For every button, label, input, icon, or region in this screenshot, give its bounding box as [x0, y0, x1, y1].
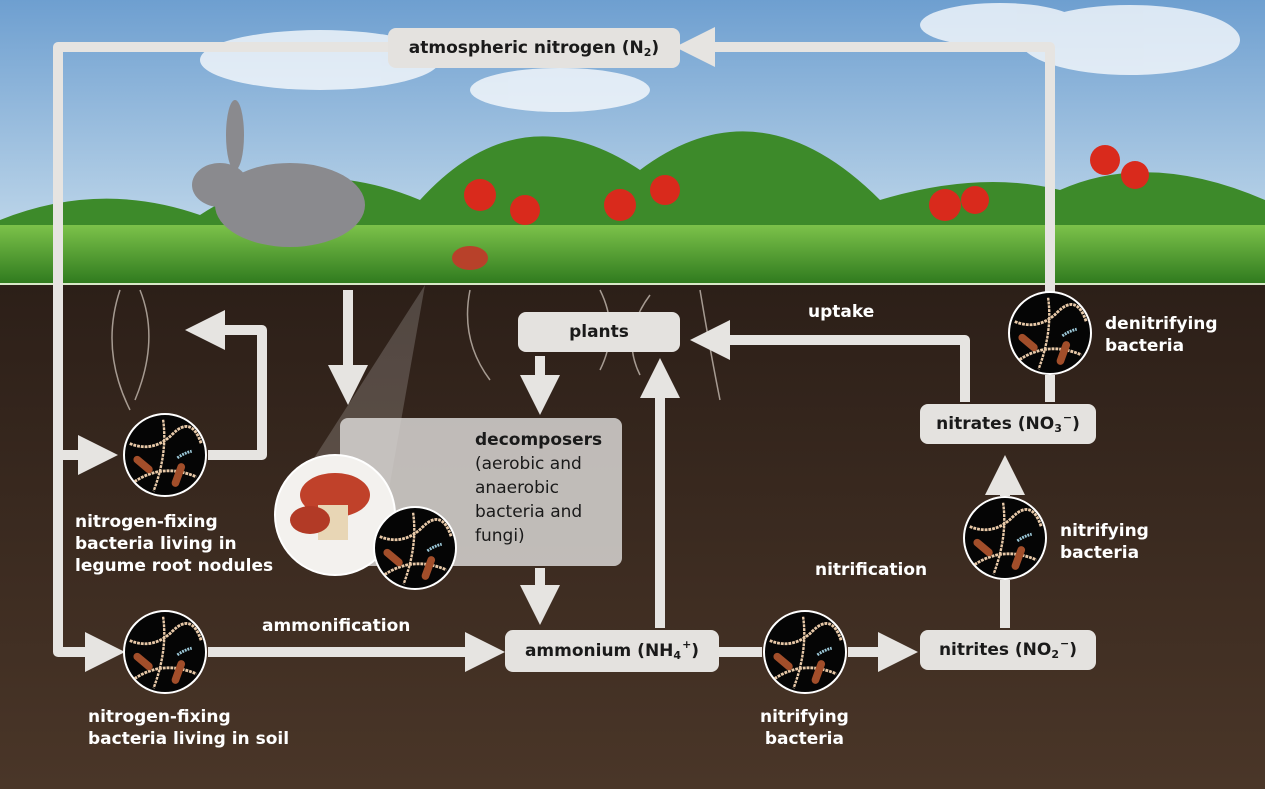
mushroom-surface	[452, 246, 488, 270]
label-line: legume root nodules	[75, 556, 274, 576]
nitrates-sub: 3	[1054, 421, 1062, 435]
red-flowers	[464, 145, 1149, 225]
nitrates-sup: −	[1062, 410, 1073, 424]
atmospheric-text: atmospheric nitrogen (N	[408, 38, 644, 58]
grass	[0, 225, 1265, 284]
decomposers-title: decomposers	[475, 430, 603, 450]
label-line: bacteria	[1105, 336, 1185, 356]
decomposer-bacteria-icon	[373, 506, 457, 590]
label-line: bacteria living in soil	[88, 729, 290, 749]
desc-line: anaerobic	[475, 478, 559, 498]
plants-text: plants	[569, 322, 629, 342]
desc-line: fungi)	[475, 526, 525, 546]
decomposers-label: decomposers (aerobic and anaerobic bacte…	[475, 428, 602, 548]
bacteria-strands	[1014, 297, 1088, 370]
label-line: nitrifying	[760, 707, 849, 727]
nitrates-close: )	[1072, 414, 1080, 434]
bacteria-strands	[129, 616, 203, 689]
desc-line: (aerobic and	[475, 454, 582, 474]
desc-line: bacteria and	[475, 502, 583, 522]
label-line: denitrifying	[1105, 314, 1218, 334]
nodule-bacteria-icon	[123, 413, 207, 497]
ammonium-close: )	[691, 641, 700, 661]
label-line: nitrogen-fixing	[88, 707, 231, 727]
mushrooms	[290, 473, 370, 540]
bacteria-strands	[969, 502, 1043, 575]
nitrifying-bacteria-right-icon	[963, 496, 1047, 580]
bacteria-strands	[129, 419, 203, 492]
nitrifying-bacteria-bottom-icon	[763, 610, 847, 694]
soil-bacteria-icon	[123, 610, 207, 694]
clouds	[200, 3, 1240, 112]
atmospheric-close: )	[651, 38, 660, 58]
denitrifying-bacteria-icon	[1008, 291, 1092, 375]
rabbit	[192, 100, 365, 247]
nitrates-text: nitrates (NO	[936, 414, 1055, 434]
label-line: bacteria	[1060, 543, 1140, 563]
nitrites-close: )	[1069, 640, 1078, 660]
label-line: bacteria	[764, 729, 844, 749]
label-line: bacteria living in	[75, 534, 237, 554]
uptake-label: uptake	[808, 302, 875, 322]
bacteria-strands	[769, 616, 843, 689]
ammonification-label: ammonification	[262, 616, 411, 636]
nitrites-text: nitrites (NO	[938, 640, 1052, 660]
nitrites-sub: 2	[1051, 647, 1060, 661]
label-line: nitrogen-fixing	[75, 512, 218, 532]
label-line: nitrifying	[1060, 521, 1149, 541]
decomposers-desc: (aerobic and anaerobic bacteria and fung…	[475, 452, 602, 548]
ammonium-text: ammonium (NH	[524, 641, 674, 661]
ammonium-sub: 4	[673, 648, 682, 662]
arrows	[53, 27, 1055, 672]
bacteria-strands	[379, 512, 453, 585]
atmospheric-sub: 2	[643, 45, 652, 59]
nitrification-label: nitrification	[815, 560, 928, 580]
plants-node: plants	[518, 312, 680, 352]
ammonium-sup: +	[682, 637, 692, 651]
nitrites-sup: −	[1060, 636, 1070, 650]
